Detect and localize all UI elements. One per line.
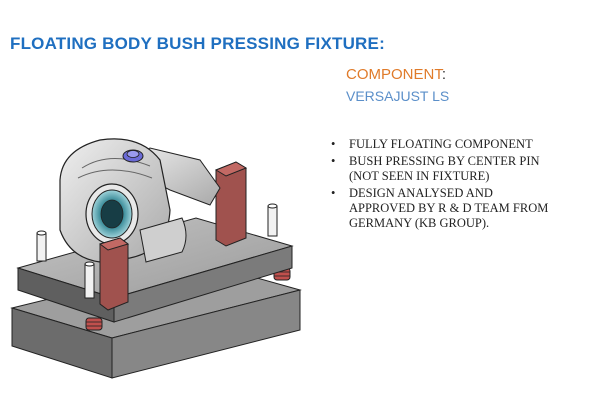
bullet-item: • DESIGN ANALYSED AND APPROVED BY R & D …: [330, 186, 598, 231]
bullet-text: BUSH PRESSING BY CENTER PIN (NOT SEEN IN…: [349, 154, 540, 183]
fixture-illustration: [10, 138, 302, 379]
component-label: COMPONENT: [346, 66, 442, 83]
component-body: [59, 138, 221, 263]
component-heading: COMPONENT:: [346, 66, 449, 84]
bullet-dot: •: [331, 154, 336, 168]
slide-title: FLOATING BODY BUSH PRESSING FIXTURE:: [10, 34, 385, 53]
bullet-list: • FULLY FLOATING COMPONENT • BUSH PRESSI…: [330, 137, 598, 233]
bullet-text: FULLY FLOATING COMPONENT: [349, 137, 533, 151]
bullet-item: • BUSH PRESSING BY CENTER PIN (NOT SEEN …: [330, 154, 598, 184]
component-block: COMPONENT: VERSAJUST LS: [346, 66, 449, 104]
clamp-block-left: [98, 237, 130, 311]
component-colon: :: [441, 66, 447, 83]
bullet-dot: •: [331, 137, 336, 151]
guide-pin-icon: [36, 203, 278, 299]
bullet-dot: •: [331, 186, 336, 200]
bullet-text: DESIGN ANALYSED AND APPROVED BY R & D TE…: [349, 186, 549, 230]
clamp-block-right: [214, 161, 248, 247]
bullet-item: • FULLY FLOATING COMPONENT: [330, 137, 598, 152]
center-pin-icon: [122, 149, 144, 163]
component-value: VERSAJUST LS: [346, 88, 450, 104]
